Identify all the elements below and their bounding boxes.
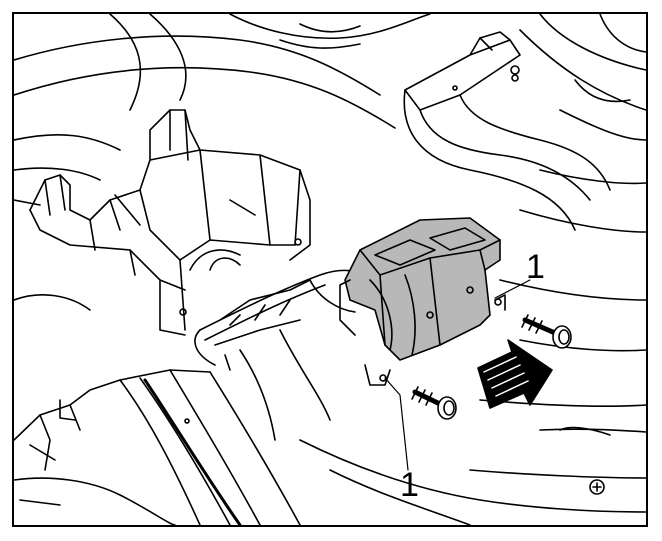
insertion-arrow	[477, 339, 553, 409]
vehicle-floor-outline	[14, 14, 646, 525]
clip-fastener	[559, 426, 611, 495]
screw-bottom	[411, 386, 457, 420]
callout-label-1-bottom: 1	[400, 466, 419, 504]
air-duct	[403, 31, 611, 231]
lower-housing	[14, 369, 301, 525]
screw-right	[521, 314, 572, 349]
blower-unit-lines	[339, 227, 506, 386]
illustration-frame	[12, 12, 648, 527]
blower-unit	[344, 217, 501, 361]
leader-lines	[384, 279, 531, 471]
mounting-bracket	[29, 109, 311, 336]
callout-label-1-top: 1	[526, 248, 545, 286]
